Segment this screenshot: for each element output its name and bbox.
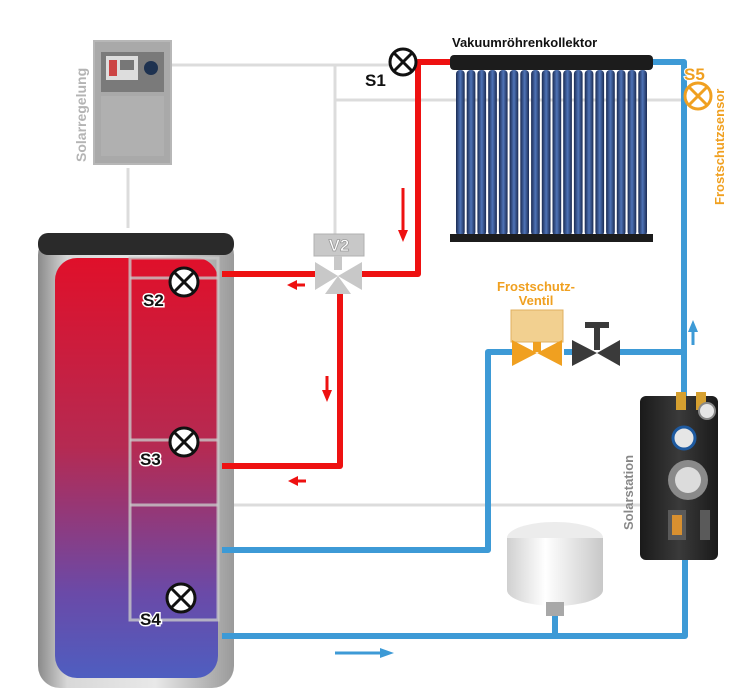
sensor-s4-label: S4 <box>140 610 161 629</box>
collector-tube <box>541 70 551 236</box>
collector-label: Vakuumröhrenkollektor <box>452 35 597 50</box>
collector-tube <box>466 70 476 236</box>
collector-tube <box>488 70 497 236</box>
sensor-s2 <box>168 266 200 298</box>
collector-tube <box>584 70 594 236</box>
collector-tube <box>531 70 540 236</box>
arrow-left-2 <box>288 476 306 486</box>
collector-tubes <box>456 70 647 236</box>
collector-tube <box>509 70 519 236</box>
frost-protection-valve <box>510 309 564 366</box>
frost-sensor-label: Frostschutzsensor <box>712 89 727 205</box>
sensor-s1-label: S1 <box>365 71 386 90</box>
station-label: Solarstation <box>621 455 636 530</box>
arrow-down-1 <box>398 188 408 242</box>
collector-tube <box>498 70 508 236</box>
storage-tank <box>38 233 234 688</box>
collector-tube <box>627 70 637 236</box>
sensor-s4 <box>165 582 197 614</box>
hot-pipes <box>222 59 450 469</box>
arrow-left-1 <box>287 280 305 290</box>
collector-tube <box>456 70 465 236</box>
vacuum-tube-collector <box>450 55 653 242</box>
collector-tube <box>606 70 615 236</box>
frost-valve-label-line1: Frostschutz- <box>497 279 575 294</box>
collector-tube <box>563 70 572 236</box>
solar-station <box>640 392 718 560</box>
sensor-s5 <box>683 81 713 111</box>
sensor-s1 <box>388 47 418 77</box>
collector-tube <box>638 70 647 236</box>
collector-tube <box>520 70 529 236</box>
collector-tube <box>477 70 487 236</box>
sensor-s2-label: S2 <box>143 291 164 310</box>
collector-tube <box>595 70 605 236</box>
frost-valve-label-line2: Ventil <box>519 293 554 308</box>
sensor-s3 <box>168 426 200 458</box>
valve-v2 <box>313 233 365 294</box>
flow-arrows <box>287 188 698 658</box>
collector-tube <box>573 70 583 236</box>
arrow-up <box>688 320 698 345</box>
arrow-down-2 <box>322 376 332 402</box>
sensor-s5-label: S5 <box>684 65 705 84</box>
arrow-right <box>335 648 394 658</box>
shutoff-valve <box>572 322 620 366</box>
cold-pipes <box>222 59 688 639</box>
valve-v2-label: V2 <box>329 236 350 255</box>
collector-tube <box>616 70 626 236</box>
collector-tube <box>552 70 562 236</box>
sensor-s3-label: S3 <box>140 450 161 469</box>
controller-label: Solarregelung <box>73 68 89 162</box>
solar-controller <box>93 40 172 165</box>
expansion-vessel <box>507 522 603 616</box>
